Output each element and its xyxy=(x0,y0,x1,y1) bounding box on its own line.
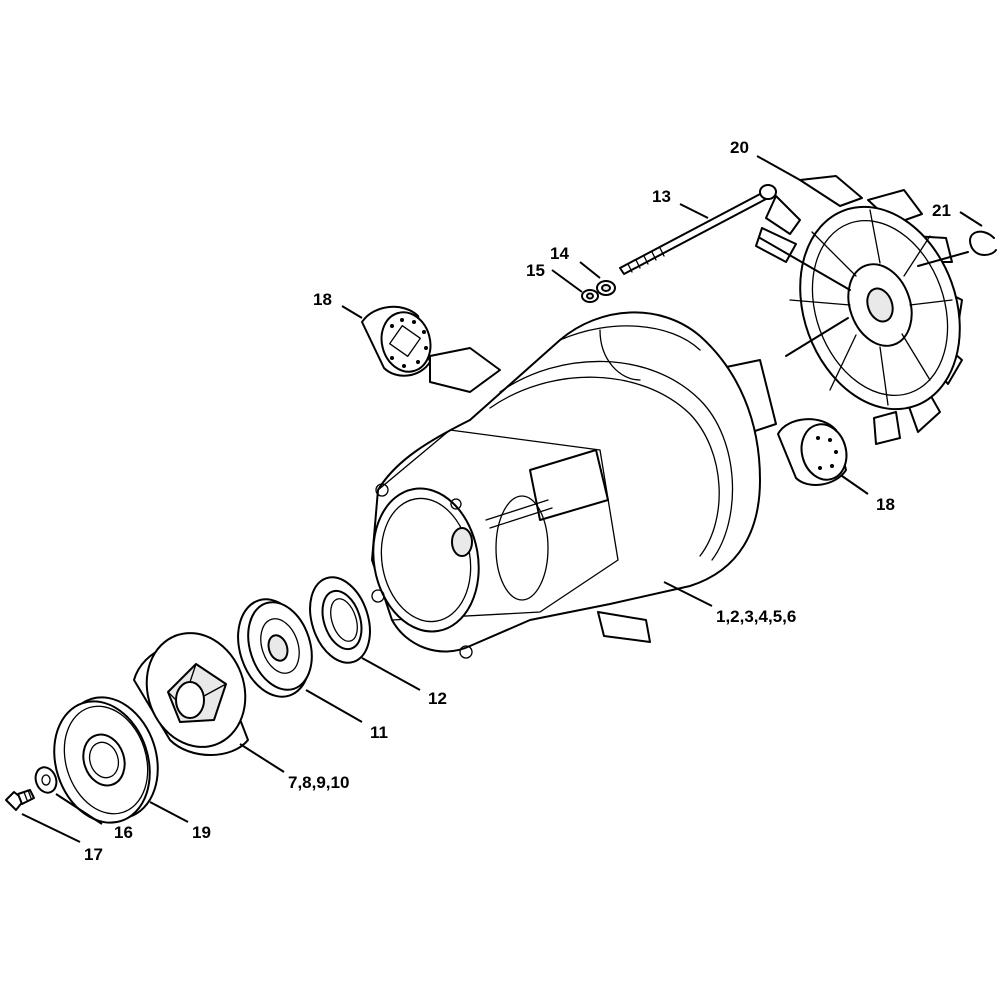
callout-11: 11 xyxy=(370,723,388,742)
callout-7-10: 7,8,9,10 xyxy=(288,773,349,792)
clip-part xyxy=(969,230,997,256)
seal-ring xyxy=(309,576,371,664)
washer-16 xyxy=(34,766,58,794)
nut-washer-parts xyxy=(581,280,616,303)
end-cap-right xyxy=(777,418,848,486)
callout-14: 14 xyxy=(550,244,569,263)
callout-18-right: 18 xyxy=(876,495,895,514)
callout-17: 17 xyxy=(84,845,103,864)
screw-17 xyxy=(5,789,35,811)
end-cap-left xyxy=(361,305,432,377)
bearing xyxy=(237,598,313,698)
leader-lines xyxy=(21,155,983,843)
callout-20: 20 xyxy=(730,138,749,157)
pulley xyxy=(53,696,159,824)
callout-18-left: 18 xyxy=(313,290,332,309)
callout-13: 13 xyxy=(652,187,671,206)
clutch-assembly xyxy=(133,632,249,756)
fan-part xyxy=(755,175,969,445)
motor-housing xyxy=(371,311,777,659)
rod-part xyxy=(619,184,777,275)
callout-12: 12 xyxy=(428,689,447,708)
callout-19: 19 xyxy=(192,823,211,842)
callout-16: 16 xyxy=(114,823,133,842)
callout-1-6: 1,2,3,4,5,6 xyxy=(716,607,796,626)
callout-15: 15 xyxy=(526,261,545,280)
callout-21: 21 xyxy=(932,201,951,220)
